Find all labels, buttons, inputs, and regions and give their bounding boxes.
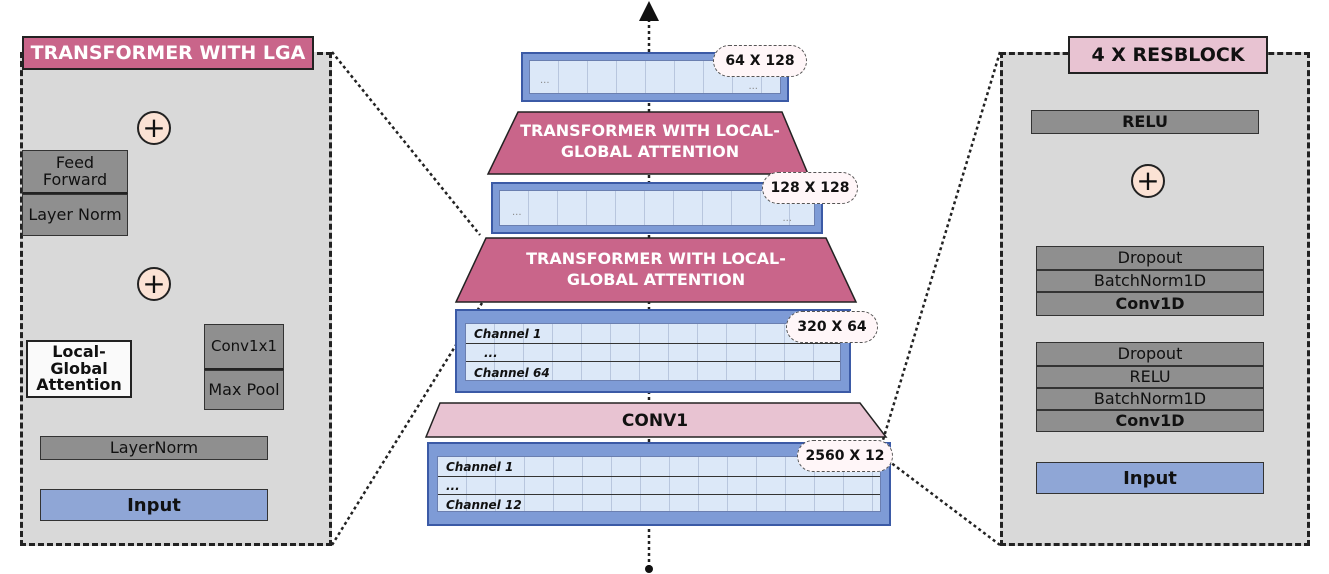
layer-norm-block: Layer Norm xyxy=(22,194,128,236)
relu-2-block: RELU xyxy=(1036,366,1264,388)
channel-row: Channel 12 xyxy=(446,498,522,512)
dim-badge-128x128: 128 X 128 xyxy=(762,172,858,204)
add-icon: + xyxy=(137,267,171,301)
dropout-2-block: Dropout xyxy=(1036,342,1264,366)
dim-badge-64x128: 64 X 128 xyxy=(713,45,807,77)
layernorm-block: LayerNorm xyxy=(40,436,268,460)
batchnorm-2-block: BatchNorm1D xyxy=(1036,388,1264,410)
conv1x1-block: Conv1x1 xyxy=(204,324,284,370)
channel-row: ... xyxy=(438,477,880,495)
resblock-panel-title: 4 X RESBLOCK xyxy=(1068,36,1268,74)
add-icon: + xyxy=(1131,164,1165,198)
ellipsis: ... xyxy=(540,75,550,86)
add-icon: + xyxy=(137,111,171,145)
conv1-label: CONV1 xyxy=(621,411,689,431)
conv1-shape xyxy=(424,402,888,438)
conv1d-1-block: Conv1D xyxy=(1036,292,1264,316)
ellipsis: ... xyxy=(782,213,792,224)
local-global-attention-block: Local-Global Attention xyxy=(26,340,132,398)
dropout-1-block: Dropout xyxy=(1036,246,1264,270)
dim-badge-320x64: 320 X 64 xyxy=(786,311,878,343)
batchnorm-1-block: BatchNorm1D xyxy=(1036,270,1264,292)
max-pool-block: Max Pool xyxy=(204,370,284,410)
ellipsis: ... xyxy=(512,207,522,218)
channel-row: ... xyxy=(466,344,840,362)
conv1d-2-block: Conv1D xyxy=(1036,410,1264,432)
feed-forward-block: Feed Forward xyxy=(22,150,128,194)
dim-badge-2560x12: 2560 X 12 xyxy=(797,440,893,472)
resblock-input-block: Input xyxy=(1036,462,1264,494)
lga-input-block: Input xyxy=(40,489,268,521)
transformer-mid-label: TRANSFORMER WITH LOCAL-GLOBAL ATTENTION xyxy=(526,249,786,289)
ellipsis: ... xyxy=(748,81,758,92)
transformer-mid-shape xyxy=(454,237,858,303)
channel-row: Channel 64 xyxy=(474,366,550,380)
channel-row: Channel 1 xyxy=(466,324,840,344)
lga-panel xyxy=(20,52,332,546)
relu-top-block: RELU xyxy=(1031,110,1259,134)
channel-row: Channel 1 xyxy=(438,457,880,477)
transformer-top-label: TRANSFORMER WITH LOCAL-GLOBAL ATTENTION xyxy=(520,121,780,161)
lga-panel-title: TRANSFORMER WITH LGA xyxy=(22,36,314,70)
tensor-320x64: Channel 1 ... Channel 64 xyxy=(455,309,851,393)
tensor-128x128: ... ... xyxy=(491,182,823,234)
